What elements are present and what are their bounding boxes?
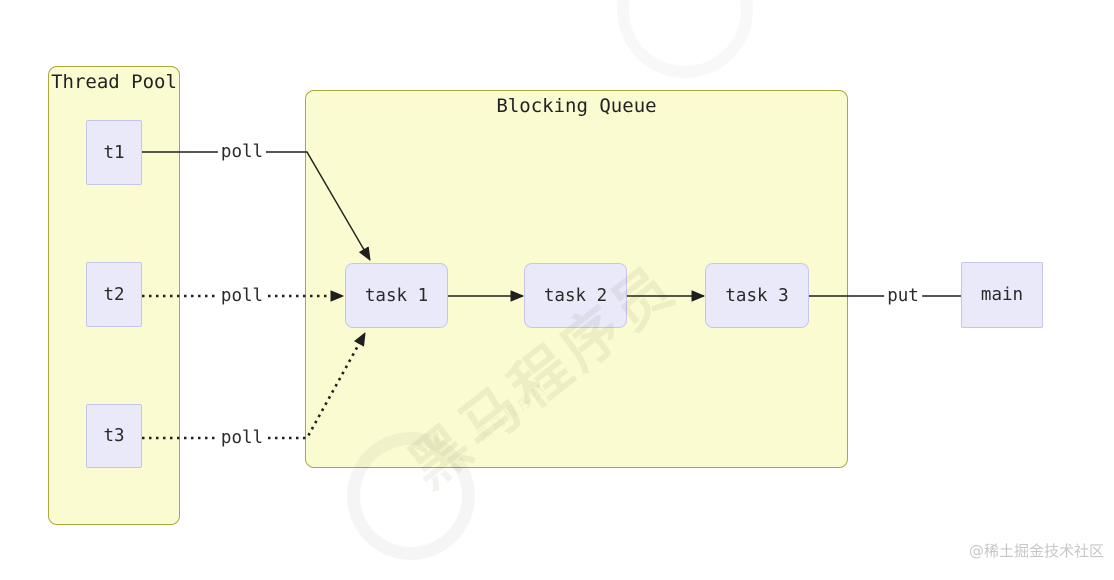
watermark-logo-circle-top: [617, 0, 753, 78]
thread-node-t2: t2: [86, 262, 142, 327]
task-node-task3: task 3: [705, 263, 809, 328]
edge-label-poll-t1: poll: [217, 142, 267, 162]
task-node-task1: task 1: [345, 263, 448, 328]
main-node: main: [961, 262, 1043, 328]
edge-label-poll-t2: poll: [217, 286, 267, 306]
blocking-queue-title: Blocking Queue: [496, 95, 657, 117]
thread-node-t3: t3: [86, 404, 142, 468]
task-node-task2: task 2: [524, 263, 627, 328]
thread-node-t1: t1: [86, 120, 142, 185]
edge-label-put: put: [884, 286, 922, 306]
edge-label-poll-t3: poll: [217, 428, 267, 448]
thread-pool-title: Thread Pool: [51, 71, 177, 93]
watermark-community-credit: @稀土掘金技术社区: [968, 542, 1104, 560]
